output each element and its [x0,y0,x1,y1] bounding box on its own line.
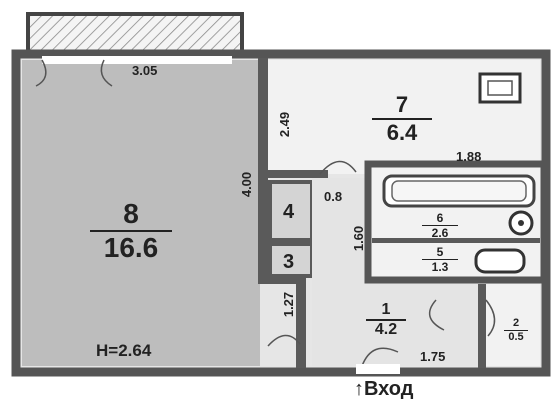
room-6-label: 6 2.6 [422,212,458,239]
room-2-label: 2 0.5 [504,318,528,343]
wall-room8-right [258,58,268,278]
room-1-number: 1 [381,301,391,318]
wall-room8-lower [258,276,306,284]
entry-label: Вход [364,378,414,400]
door-balcony-left [35,59,47,87]
dim-kitchen-width: 2.49 [277,111,293,138]
basin-drain [518,220,524,226]
room-3-number: 3 [283,251,295,273]
dim-room-depth: 4.00 [239,171,255,198]
ceiling-height-label: H=2.64 [96,341,152,360]
room-8-floor [22,60,260,366]
wall-room2 [478,284,486,368]
room-5-number: 5 [436,245,444,259]
room-8-area: 16.6 [103,232,159,263]
dim-corridor: 1.27 [281,291,297,318]
room-5-area: 1.3 [431,260,449,274]
kitchen-sink-inner [487,80,513,96]
room-8-number: 8 [123,198,139,229]
entry-arrow-icon: ↑ [354,378,364,400]
door-room8-corridor [267,334,301,347]
room-7-area: 6.4 [386,120,418,145]
dim-bath-width: 1.88 [456,149,482,164]
room-2-number: 2 [512,317,520,329]
room-1-area: 4.2 [374,321,398,338]
room-6-area: 2.6 [431,226,449,240]
room-8-label: 8 16.6 [90,200,172,262]
door-kitchen [319,160,357,175]
bath-6-wall [372,238,540,243]
wall-kitchen-bottom [268,170,328,178]
room-1-label: 1 4.2 [366,302,406,338]
room-7-label: 7 6.4 [372,94,432,144]
door-hall-1 [428,299,445,331]
room-5-label: 5 1.3 [422,246,458,273]
room-2-area: 0.5 [508,331,524,343]
dim-hall-length: 1.60 [351,225,367,252]
door-entry [361,347,399,367]
dim-entry-width: 1.75 [420,349,446,364]
room-4-number: 4 [283,201,295,223]
toilet [474,248,526,274]
balcony-opening [42,56,232,64]
door-balcony-right [100,59,113,87]
room-6-number: 6 [436,211,444,225]
entry-opening [356,364,400,374]
room-2-floor [482,284,540,366]
dim-balcony-width: 3.05 [132,63,158,78]
entry-label-group: ↑Вход [354,378,413,401]
bathtub-inner [391,180,527,202]
dim-hall-small: 0.8 [324,189,343,204]
room-7-number: 7 [395,92,409,117]
wall-corridor-left [296,276,306,368]
door-room-2 [485,299,496,337]
